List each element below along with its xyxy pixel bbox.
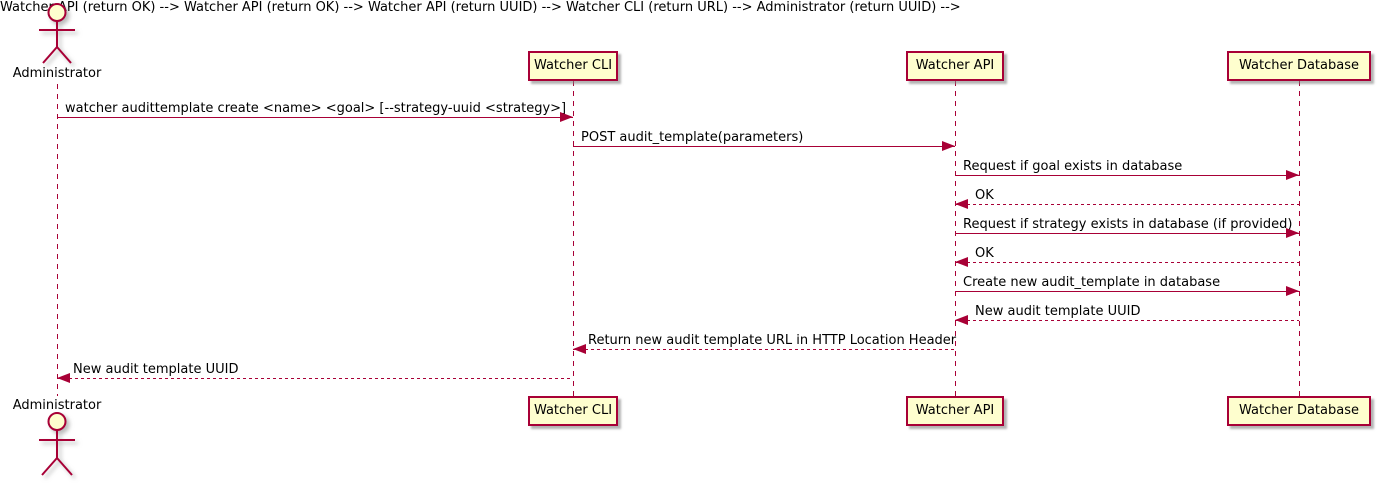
lifeline-watcher-cli: [573, 81, 574, 396]
message-9-arrowhead-icon: [573, 344, 586, 354]
message-8-label: New audit template UUID: [975, 304, 1141, 319]
message-7-line: [955, 291, 1299, 292]
message-2-arrowhead-icon: [942, 141, 955, 151]
message-5-label: Request if strategy exists in database (…: [963, 217, 1293, 232]
message-5-line: [955, 233, 1299, 234]
participant-watcher-database-top: Watcher Database: [1227, 51, 1371, 81]
message-10-label: New audit template UUID: [73, 362, 239, 377]
message-9-label: Return new audit template URL in HTTP Lo…: [588, 333, 957, 348]
message-3-line: [955, 175, 1299, 176]
message-5-arrowhead-icon: [1286, 228, 1299, 238]
administrator-actor-icon: [39, 3, 75, 64]
participant-watcher-database-bottom: Watcher Database: [1227, 396, 1371, 426]
message-3-label: Request if goal exists in database: [963, 159, 1183, 174]
message-4-label: OK: [975, 188, 994, 203]
participant-label: Watcher Database: [1239, 58, 1359, 73]
participant-label: Watcher CLI: [533, 403, 613, 418]
message-9-line: [573, 349, 955, 350]
message-8-arrowhead-icon: [955, 315, 968, 325]
message-6-label: OK: [975, 246, 994, 261]
participant-watcher-api-top: Watcher API: [906, 51, 1004, 81]
message-10-arrowhead-icon: [57, 373, 70, 383]
message-8-line: [955, 320, 1299, 321]
lifeline-watcher-api: [955, 81, 956, 396]
participant-watcher-cli-top: Watcher CLI: [528, 51, 618, 81]
message-6-arrowhead-icon: [955, 257, 968, 267]
lifeline-administrator: [57, 84, 58, 396]
message-1-label: watcher audittemplate create <name> <goa…: [65, 101, 567, 116]
participant-label: Watcher API: [915, 403, 995, 418]
message-2-line: [573, 146, 955, 147]
message-4-arrowhead-icon: [955, 199, 968, 209]
message-7-label: Create new audit_template in database: [963, 275, 1221, 290]
message-7-arrowhead-icon: [1286, 286, 1299, 296]
participant-watcher-cli-bottom: Watcher CLI: [528, 396, 618, 426]
message-10-line: [57, 378, 573, 379]
participant-label: Watcher Database: [1239, 403, 1359, 418]
message-6-line: [955, 262, 1299, 263]
administrator-actor-icon: [39, 412, 75, 476]
message-1-arrowhead-icon: [560, 112, 573, 122]
message-4-line: [955, 204, 1299, 205]
administrator-label-bottom: Administrator: [12, 398, 102, 413]
message-2-label: POST audit_template(parameters): [581, 130, 804, 145]
lifeline-watcher-database: [1299, 81, 1300, 396]
administrator-label-top: Administrator: [12, 66, 102, 81]
participant-watcher-api-bottom: Watcher API: [906, 396, 1004, 426]
participant-label: Watcher API: [915, 58, 995, 73]
message-1-line: [57, 117, 573, 118]
participant-label: Watcher CLI: [533, 58, 613, 73]
message-3-arrowhead-icon: [1286, 170, 1299, 180]
